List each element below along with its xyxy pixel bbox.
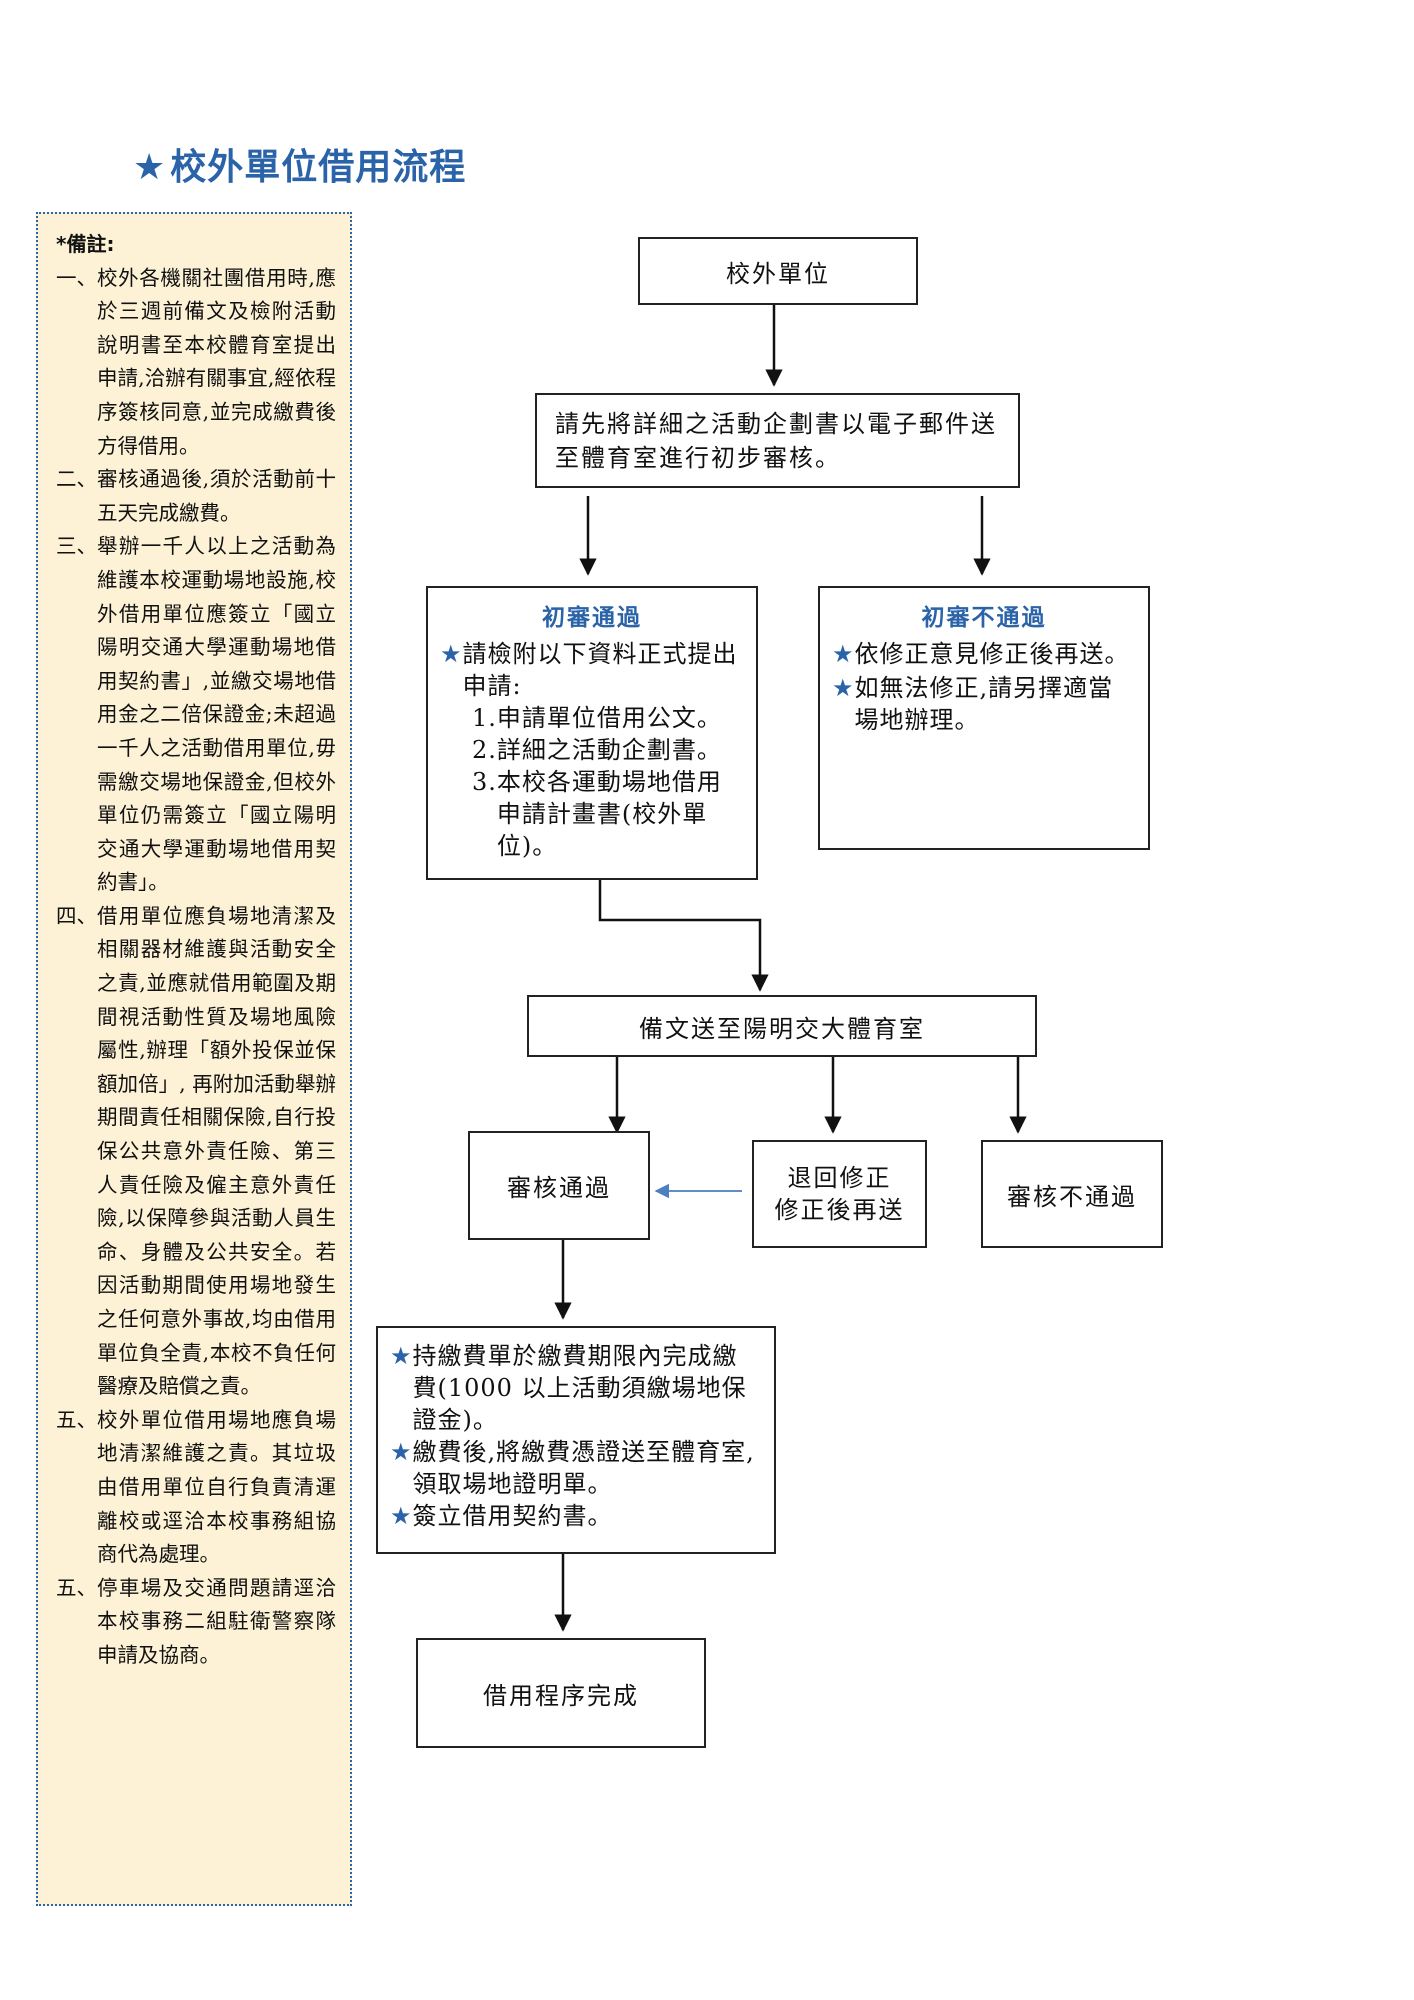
notes-panel: *備註: 一、校外各機關社團借用時,應於三週前備文及檢附活動說明書至本校體育室提…: [36, 212, 352, 1906]
fail-item-text: 如無法修正,請另擇適當場地辦理。: [854, 674, 1114, 734]
pass-list-text: 本校各運動場地借用申請計畫書(校外單位)。: [496, 768, 722, 860]
note-item: 二、審核通過後,須於活動前十五天完成繳費。: [56, 463, 336, 530]
step2-box: 備文送至陽明交大體育室: [527, 995, 1037, 1057]
step2-label: 備文送至陽明交大體育室: [639, 1014, 925, 1043]
arrow-pass-to-step2: [598, 880, 769, 992]
star-icon: ★: [133, 147, 167, 188]
fail-box: 初審不通過 ★ 依修正意見修正後再送。 ★ 如無法修正,請另擇適當場地辦理。: [818, 586, 1150, 850]
rejected-label: 審核不通過: [1007, 1182, 1137, 1211]
note-number: 二、: [56, 467, 97, 492]
star-icon: ★: [832, 674, 855, 702]
pass-lead-text: 請檢附以下資料正式提出申請:: [462, 640, 738, 700]
fail-item: ★ 如無法修正,請另擇適當場地辦理。: [832, 672, 1136, 736]
star-icon: ★: [832, 640, 855, 668]
note-text: 停車場及交通問題請逕洽本校事務二組駐衛警察隊申請及協商。: [97, 1575, 336, 1667]
payment-box: ★ 持繳費單於繳費期限內完成繳費(1000 以上活動須繳場地保證金)。 ★ 繳費…: [376, 1326, 776, 1554]
fail-title: 初審不通過: [921, 604, 1047, 631]
note-item: 四、借用單位應負場地清潔及相關器材維護與活動安全之責,並應就借用範圍及期間視活動…: [56, 900, 336, 1404]
star-icon: ★: [390, 1342, 413, 1370]
note-number: 四、: [56, 903, 97, 928]
returned-line1: 退回修正: [787, 1164, 892, 1192]
step1-box: 請先將詳細之活動企劃書以電子郵件送至體育室進行初步審核。: [535, 393, 1020, 488]
note-text: 校外各機關社團借用時,應於三週前備文及檢附活動說明書至本校體育室提出申請,洽辦有…: [97, 265, 336, 458]
pass-list-number: 2.: [472, 736, 497, 764]
pass-lead: ★ 請檢附以下資料正式提出申請:: [440, 638, 744, 702]
note-number: 五、: [56, 1407, 97, 1432]
note-text: 校外單位借用場地應負場地清潔維護之責。其垃圾由借用單位自行負責清運離校或逕洽本校…: [97, 1407, 336, 1567]
star-icon: ★: [390, 1438, 413, 1466]
star-icon: ★: [440, 640, 463, 668]
payment-item: ★ 繳費後,將繳費憑證送至體育室,領取場地證明單。: [390, 1436, 762, 1500]
pass-list-number: 1.: [472, 704, 497, 732]
note-text: 舉辦一千人以上之活動為維護本校運動場地設施,校外借用單位應簽立「國立陽明交通大學…: [97, 534, 336, 895]
payment-item: ★ 持繳費單於繳費期限內完成繳費(1000 以上活動須繳場地保證金)。: [390, 1340, 762, 1436]
done-box: 借用程序完成: [416, 1638, 706, 1748]
note-number: 三、: [56, 534, 97, 559]
approved-label: 審核通過: [507, 1174, 611, 1202]
note-item: 五、校外單位借用場地應負場地清潔維護之責。其垃圾由借用單位自行負責清運離校或逕洽…: [56, 1404, 336, 1572]
title-text: 校外單位借用流程: [170, 147, 467, 188]
rejected-box: 審核不通過: [981, 1140, 1163, 1248]
notes-heading: *備註:: [56, 232, 115, 256]
payment-item-text: 簽立借用契約書。: [412, 1502, 613, 1530]
start-box: 校外單位: [638, 237, 918, 305]
approved-box: 審核通過: [468, 1131, 650, 1240]
page-title: ★校外單位借用流程: [133, 138, 466, 190]
pass-list-item: 1. 申請單位借用公文。: [440, 702, 744, 734]
pass-title: 初審通過: [542, 604, 642, 631]
pass-list-text: 詳細之活動企劃書。: [496, 736, 722, 764]
note-number: 五、: [56, 1575, 97, 1600]
step1-text: 請先將詳細之活動企劃書以電子郵件送至體育室進行初步審核。: [555, 410, 997, 472]
fail-item-text: 依修正意見修正後再送。: [854, 640, 1130, 668]
payment-item-text: 繳費後,將繳費憑證送至體育室,領取場地證明單。: [412, 1438, 755, 1498]
payment-item: ★ 簽立借用契約書。: [390, 1500, 762, 1532]
fail-item: ★ 依修正意見修正後再送。: [832, 638, 1136, 670]
pass-list-item: 2. 詳細之活動企劃書。: [440, 734, 744, 766]
note-item: 一、校外各機關社團借用時,應於三週前備文及檢附活動說明書至本校體育室提出申請,洽…: [56, 262, 336, 464]
start-label: 校外單位: [726, 259, 830, 288]
done-label: 借用程序完成: [483, 1681, 639, 1710]
note-text: 審核通過後,須於活動前十五天完成繳費。: [97, 467, 336, 525]
note-number: 一、: [56, 265, 97, 290]
note-item: 五、停車場及交通問題請逕洽本校事務二組駐衛警察隊申請及協商。: [56, 1572, 336, 1673]
returned-line2: 修正後再送: [774, 1196, 905, 1224]
star-icon: ★: [390, 1502, 413, 1530]
note-item: 三、舉辦一千人以上之活動為維護本校運動場地設施,校外借用單位應簽立「國立陽明交通…: [56, 530, 336, 900]
returned-box: 退回修正 修正後再送: [752, 1140, 927, 1248]
pass-list-text: 申請單位借用公文。: [496, 704, 722, 732]
pass-box: 初審通過 ★ 請檢附以下資料正式提出申請: 1. 申請單位借用公文。 2. 詳細…: [426, 586, 758, 880]
pass-list-item: 3. 本校各運動場地借用申請計畫書(校外單位)。: [440, 766, 744, 862]
pass-list-number: 3.: [472, 768, 497, 796]
note-text: 借用單位應負場地清潔及相關器材維護與活動安全之責,並應就借用範圍及期間視活動性質…: [97, 903, 336, 1399]
payment-item-text: 持繳費單於繳費期限內完成繳費(1000 以上活動須繳場地保證金)。: [412, 1342, 747, 1434]
